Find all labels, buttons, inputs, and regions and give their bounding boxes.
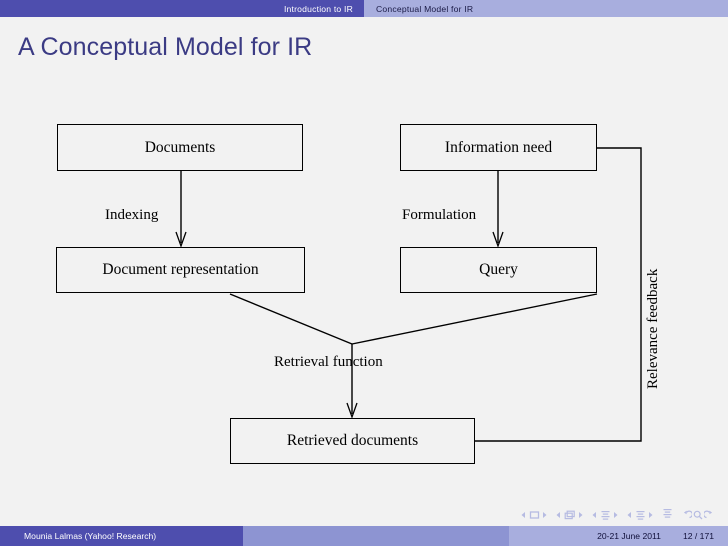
diagram-label-retrieval-function: Retrieval function (274, 354, 383, 370)
subsection-icon[interactable] (600, 510, 611, 521)
slide-icon[interactable] (529, 510, 540, 520)
footer-spacer (243, 526, 509, 546)
diagram-label-indexing: Indexing (105, 207, 159, 223)
frame-icon[interactable] (564, 510, 576, 520)
edge-document-representation-to-retrieval (229, 293, 353, 345)
diagram-box-documents[interactable]: Documents (57, 124, 303, 171)
slide-header-bar: Introduction to IR Conceptual Model for … (0, 0, 728, 17)
back-icon[interactable] (682, 510, 692, 520)
diagram-box-document-representation[interactable]: Document representation (56, 247, 305, 293)
section-icon[interactable] (635, 510, 646, 521)
diagram-label-relevance-feedback: Relevance feedback (645, 268, 661, 389)
header-tab-introduction-to-ir[interactable]: Introduction to IR (0, 0, 364, 17)
header-tab-conceptual-model-for-ir[interactable]: Conceptual Model for IR (364, 0, 728, 17)
subsection-next-icon[interactable] (613, 511, 618, 519)
frame-prev-icon[interactable] (556, 511, 561, 519)
diagram-box-retrieved-documents[interactable]: Retrieved documents (230, 418, 475, 464)
forward-icon[interactable] (704, 510, 714, 520)
beamer-navigation-symbols[interactable] (521, 506, 714, 524)
page-title: A Conceptual Model for IR (18, 33, 313, 61)
footer-page-number: 12 / 171 (682, 531, 714, 541)
slide-prev-icon[interactable] (521, 511, 526, 519)
nav-group-slide[interactable] (521, 510, 547, 520)
nav-group-frame[interactable] (556, 510, 583, 520)
diagram-label-formulation: Formulation (402, 207, 477, 223)
frame-next-icon[interactable] (578, 511, 583, 519)
diagram-box-information-need[interactable]: Information need (400, 124, 597, 171)
footer-author: Mounia Lalmas (Yahoo! Research) (0, 526, 243, 546)
search-icon[interactable] (693, 510, 703, 520)
nav-group-history[interactable] (682, 510, 714, 520)
section-next-icon[interactable] (648, 511, 653, 519)
edge-relevance-feedback-loop (475, 147, 642, 442)
slide-next-icon[interactable] (542, 511, 547, 519)
diagram-box-query[interactable]: Query (400, 247, 597, 293)
section-prev-icon[interactable] (627, 511, 632, 519)
footer-date: 20-21 June 2011 (597, 531, 661, 541)
nav-group-subsection[interactable] (592, 510, 618, 521)
edge-query-to-retrieval (351, 293, 598, 345)
nav-group-section[interactable] (627, 510, 653, 521)
doc-icon[interactable] (662, 506, 673, 524)
slide-footer-bar: Mounia Lalmas (Yahoo! Research) 20-21 Ju… (0, 526, 728, 546)
footer-meta: 20-21 June 2011 12 / 171 (509, 526, 728, 546)
subsection-prev-icon[interactable] (592, 511, 597, 519)
